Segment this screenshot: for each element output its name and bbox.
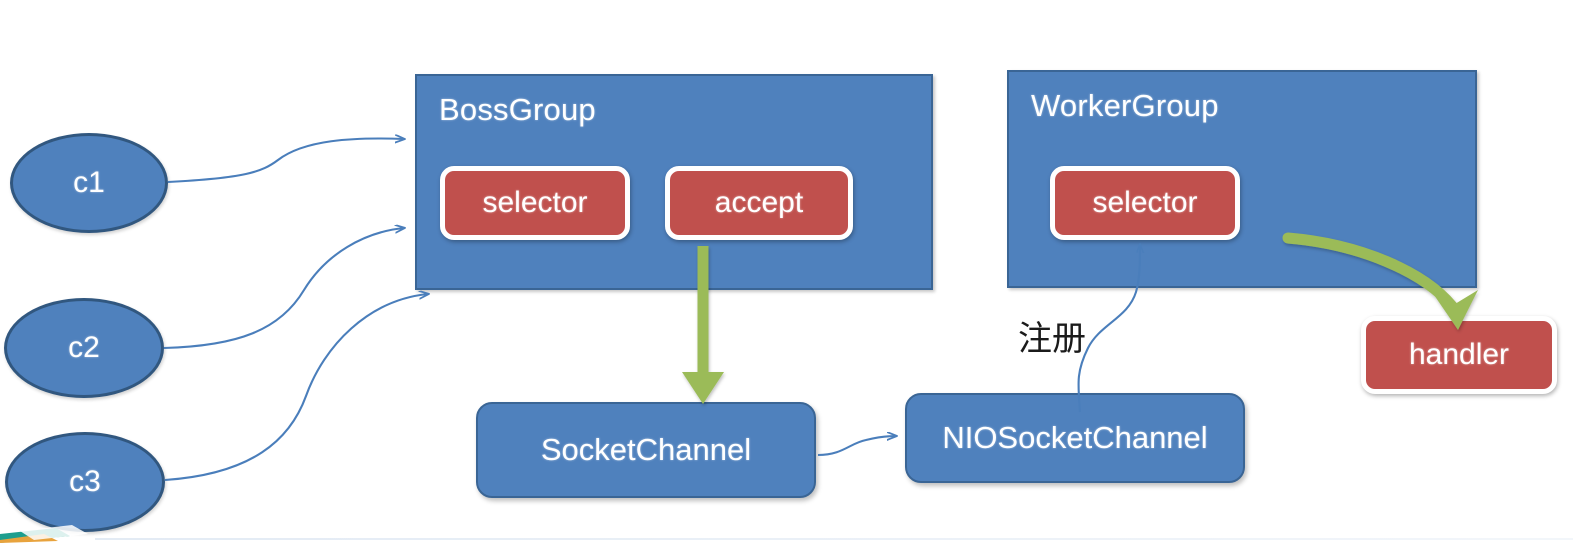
boss-selector-label: selector [482,186,588,219]
client-label-c2: c2 [68,331,100,364]
worker-group-title: WorkerGroup [1031,88,1219,123]
register-annotation: 注册 [1018,319,1086,359]
boss-group-title: BossGroup [439,92,596,127]
edge-c3-to-bossgroup [164,294,428,482]
handler-label: handler [1408,338,1510,371]
nio-socket-channel-label: NIOSocketChannel [942,420,1208,455]
worker-selector-label: selector [1092,186,1198,219]
edge-accept-to-socketchannel [682,246,724,404]
handler-pill[interactable]: handler [1361,316,1557,394]
boss-accept-label: accept [714,186,804,219]
edge-niosocketchannel-to-worker-selector [1077,245,1140,413]
boss-selector-pill[interactable]: selector [440,166,630,240]
nio-socket-channel-box[interactable]: NIOSocketChannel [905,393,1245,483]
edge-socketchannel-to-niosocketchannel [817,436,896,457]
edge-c2-to-bossgroup [163,228,404,350]
client-ellipse-c3[interactable]: c3 [5,432,165,532]
edge-workergroup-to-handler [1282,232,1478,330]
client-ellipse-c2[interactable]: c2 [4,298,164,398]
socket-channel-box[interactable]: SocketChannel [476,402,816,498]
boss-accept-pill[interactable]: accept [665,166,853,240]
bottom-divider-rule [95,538,1573,540]
worker-selector-pill[interactable]: selector [1050,166,1240,240]
socket-channel-label: SocketChannel [540,432,752,467]
client-ellipse-c1[interactable]: c1 [10,133,168,233]
watermark-sliver-icon [0,525,88,543]
client-label-c3: c3 [69,465,101,498]
edge-c1-to-bossgroup [167,138,404,184]
client-label-c1: c1 [73,166,105,199]
